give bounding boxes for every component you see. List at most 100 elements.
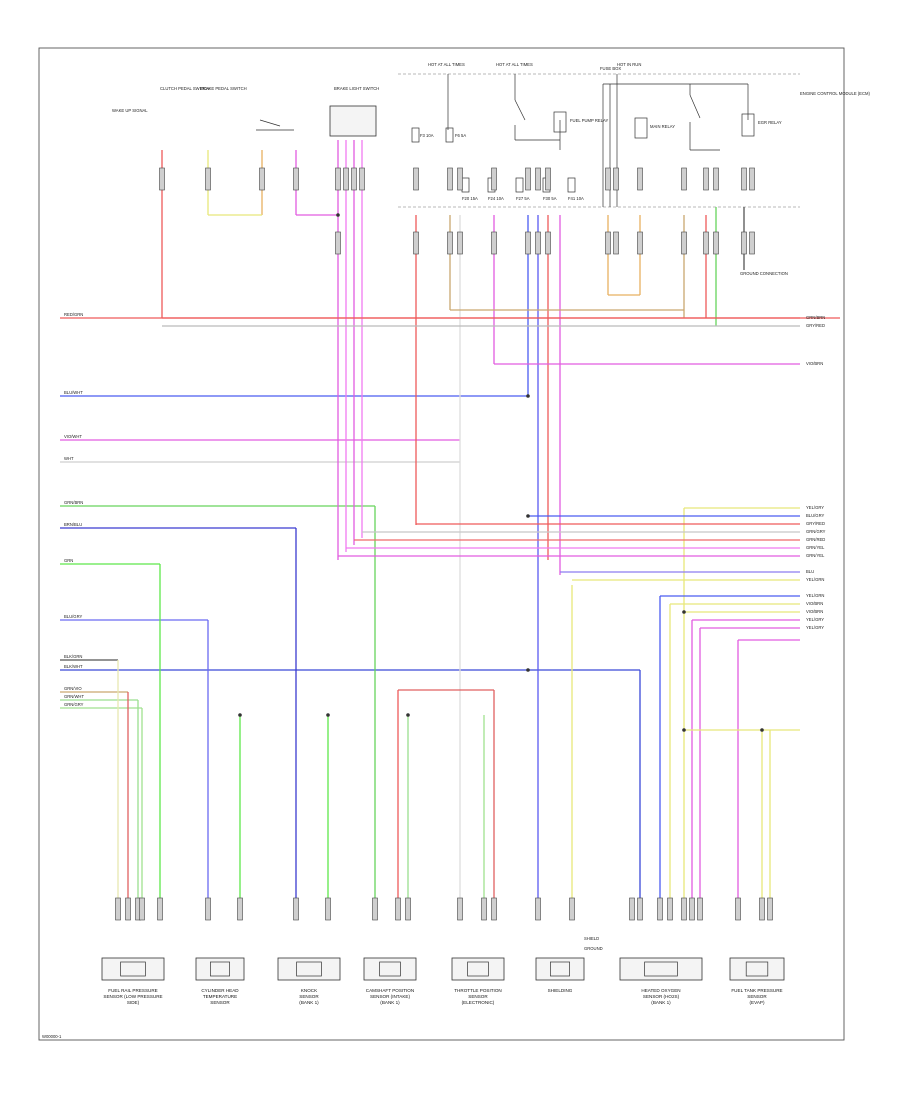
component-label: (BANK 1) (380, 1000, 400, 1005)
connector-icon (735, 897, 741, 921)
component-body (535, 957, 585, 981)
connector-icon (293, 167, 299, 191)
wire-label: GRN/BRN (806, 315, 825, 320)
component-label: SENSOR (LOW PRESSURE (103, 994, 162, 999)
wire-label: BRN/BLU (64, 522, 82, 527)
component-label: CAMSHAFT POSITION (366, 988, 414, 993)
wire-label: BLU (806, 569, 814, 574)
relay-icon: FUEL PUMP RELAY (514, 99, 609, 150)
connector-icon (545, 231, 551, 255)
wire-label: WHT (64, 456, 74, 461)
ground-note-bottom: GROUND (584, 946, 603, 951)
connector-icon (637, 897, 643, 921)
connector-icon (545, 167, 551, 191)
connector-icon (447, 231, 453, 255)
component-symbol (120, 961, 146, 977)
connector-icon (491, 897, 497, 921)
wire-harness (60, 140, 840, 900)
connector-icon (637, 231, 643, 255)
connector-icon (447, 167, 453, 191)
connector-icon (681, 231, 687, 255)
splice-dot (526, 668, 530, 672)
wire-label: GRN/GRY (806, 529, 826, 534)
relay-label: FUEL PUMP RELAY (570, 118, 609, 123)
connector-icon (749, 231, 755, 255)
connector-icon (697, 897, 703, 921)
connector-icon (667, 897, 673, 921)
connector-icon (491, 167, 497, 191)
connector-icon (259, 167, 265, 191)
component-label: TEMPERATURE (203, 994, 237, 999)
component-label: SENSOR (747, 994, 767, 999)
component-symbol (745, 961, 769, 977)
connector-icon (713, 167, 719, 191)
connector-icon (457, 231, 463, 255)
connector-icon (237, 897, 243, 921)
component-label: HEATED OXYGEN (641, 988, 680, 993)
wire-label: GRN/VIO (64, 686, 82, 691)
connector-icon (749, 167, 755, 191)
component-body (277, 957, 341, 981)
component-label: FUEL TANK PRESSURE (731, 988, 782, 993)
component-label: THROTTLE POSITION (454, 988, 501, 993)
connector-icon (681, 167, 687, 191)
connector-icon (535, 897, 541, 921)
connector-icon (525, 231, 531, 255)
component-label: CYLINDER HEAD (201, 988, 239, 993)
hot-label-2: HOT AT ALL TIMES (496, 62, 533, 67)
connector-icon (605, 167, 611, 191)
fuse-label: F30 5A (543, 196, 557, 201)
connector-icon (741, 231, 747, 255)
connector-icon (605, 231, 611, 255)
splice-dot (336, 213, 340, 217)
connector-icon (293, 897, 299, 921)
fuse-label: F3 10A (420, 133, 434, 138)
component-symbol (210, 961, 230, 977)
connector-icon (335, 167, 341, 191)
connector-icon (157, 897, 163, 921)
component-6: SHIELDING (535, 957, 585, 993)
component-body (195, 957, 245, 981)
connector-icon (413, 231, 419, 255)
connector-icon (689, 897, 695, 921)
component-label: SENSOR (210, 1000, 230, 1005)
connector-icon (395, 897, 401, 921)
wire-label: BLK/WHT (64, 664, 83, 669)
connector-icon (613, 231, 619, 255)
component-label: SHIELDING (548, 988, 573, 993)
component-symbol (550, 961, 570, 977)
component-label: SIDE) (127, 1000, 140, 1005)
relay-label: EGR RELAY (758, 120, 782, 125)
connector-icon (759, 897, 765, 921)
relay-icon: MAIN RELAY (634, 117, 675, 139)
connector-icon (637, 167, 643, 191)
connector-icon (372, 897, 378, 921)
connector-icon (535, 231, 541, 255)
connector-icon (629, 897, 635, 921)
splice-dot (526, 514, 530, 518)
wire-label: GRN/GRY (64, 702, 84, 707)
connector-icon (569, 897, 575, 921)
fuse-label: F27 5A (516, 196, 530, 201)
wire-label: GRN/RED (806, 537, 825, 542)
connector-icon (457, 167, 463, 191)
component-body (729, 957, 785, 981)
connector-icon (359, 167, 365, 191)
connector-icon (703, 167, 709, 191)
wire-label: GRY/RED (806, 521, 825, 526)
wire-label: YEL/GRY (806, 625, 824, 630)
connector-icon (205, 167, 211, 191)
splice-dot (238, 713, 242, 717)
wire-label: VIO/BRN (806, 361, 823, 366)
fuse-box-title: FUSE BOX (600, 66, 621, 71)
connector-icon (343, 167, 349, 191)
connector-icon (481, 897, 487, 921)
splice-dot (326, 713, 330, 717)
connector-icon (351, 167, 357, 191)
connector-icon (413, 167, 419, 191)
